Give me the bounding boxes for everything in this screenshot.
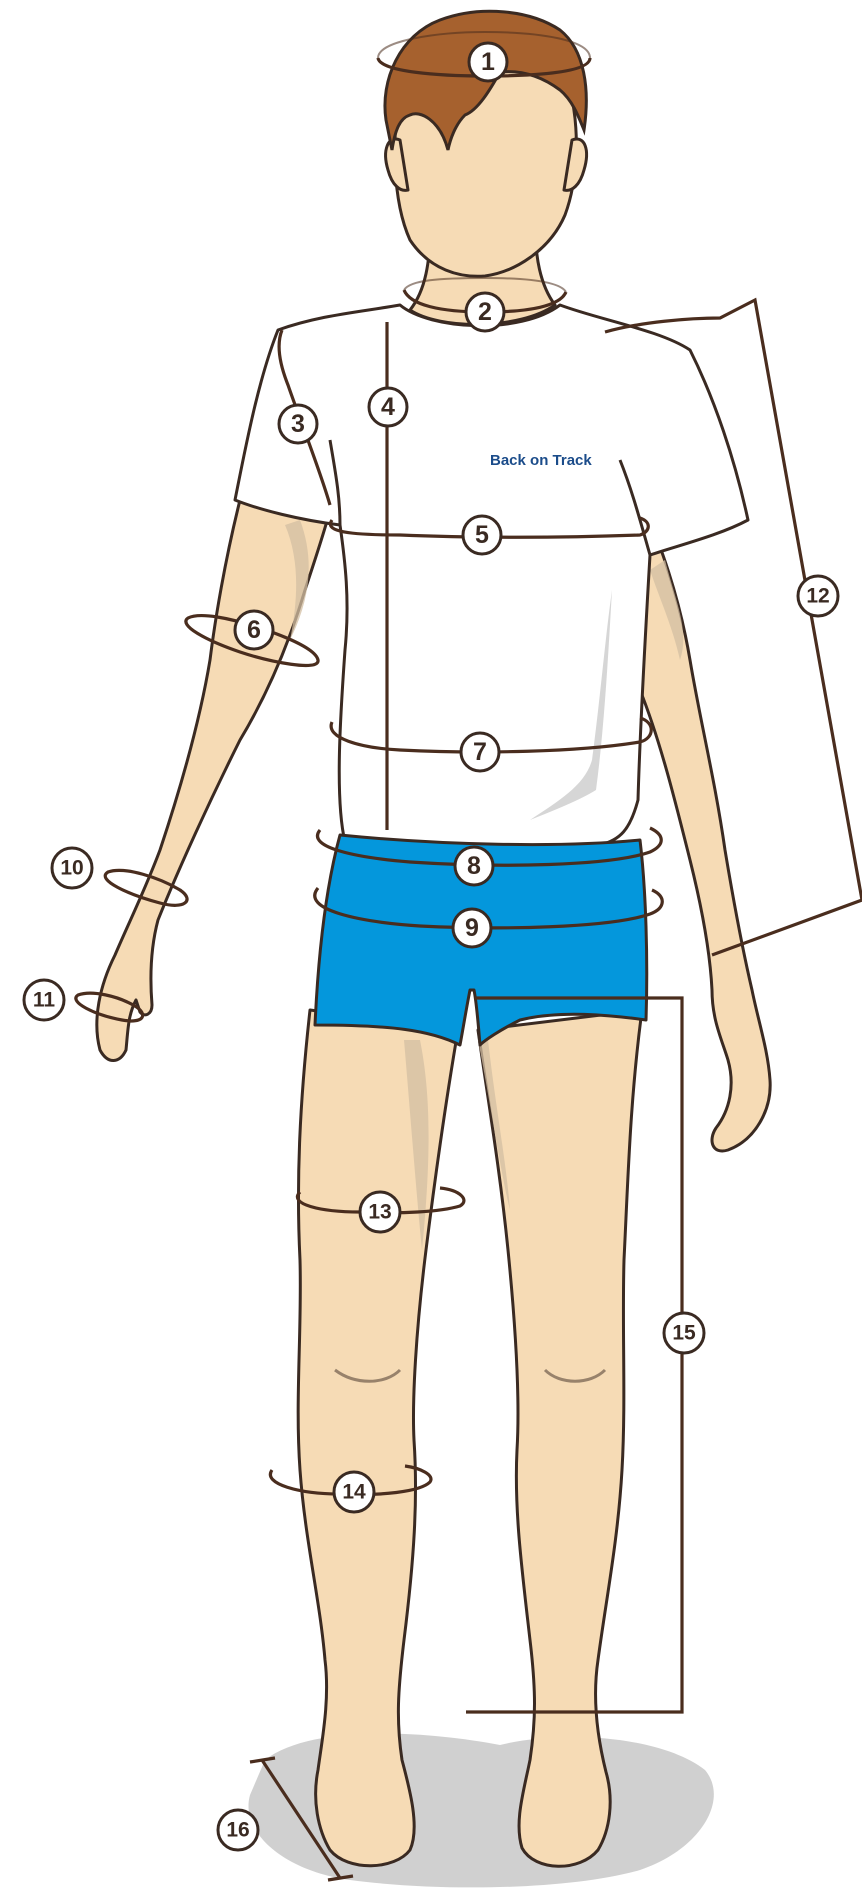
badge-4-torso-length: 4 — [369, 388, 407, 426]
svg-text:15: 15 — [672, 1322, 696, 1345]
svg-text:16: 16 — [226, 1819, 249, 1842]
badge-13-thigh: 13 — [360, 1192, 400, 1232]
badge-16-foot: 16 — [218, 1810, 258, 1850]
svg-text:8: 8 — [467, 852, 481, 880]
badge-9-hip: 9 — [453, 909, 491, 947]
svg-text:10: 10 — [60, 857, 83, 880]
badge-1-head: 1 — [469, 43, 507, 81]
badge-15-inseam: 15 — [664, 1313, 704, 1353]
badge-10-wrist: 10 — [52, 848, 92, 888]
badge-14-calf: 14 — [334, 1472, 374, 1512]
svg-text:13: 13 — [368, 1201, 391, 1224]
svg-text:14: 14 — [342, 1481, 366, 1504]
badge-11-hand: 11 — [24, 980, 64, 1020]
left-arm — [97, 500, 330, 1061]
svg-text:5: 5 — [475, 521, 489, 549]
badge-8-hip-upper: 8 — [455, 847, 493, 885]
svg-text:9: 9 — [465, 914, 479, 942]
badge-7-waist: 7 — [461, 733, 499, 771]
shirt-logo: Back on Track — [490, 452, 592, 469]
badge-3-shoulder: 3 — [279, 405, 317, 443]
badge-6-upper-arm: 6 — [235, 611, 273, 649]
svg-text:7: 7 — [473, 738, 487, 766]
svg-text:11: 11 — [33, 989, 56, 1012]
svg-text:6: 6 — [247, 616, 261, 644]
svg-text:2: 2 — [478, 298, 492, 326]
badge-12-arm-length: 12 — [798, 576, 838, 616]
svg-text:12: 12 — [806, 585, 829, 608]
badge-5-chest: 5 — [463, 516, 501, 554]
svg-text:4: 4 — [381, 393, 395, 421]
svg-text:1: 1 — [481, 48, 495, 76]
svg-text:3: 3 — [291, 410, 305, 438]
right-leg — [478, 1010, 642, 1866]
badge-2-neck: 2 — [466, 293, 504, 331]
